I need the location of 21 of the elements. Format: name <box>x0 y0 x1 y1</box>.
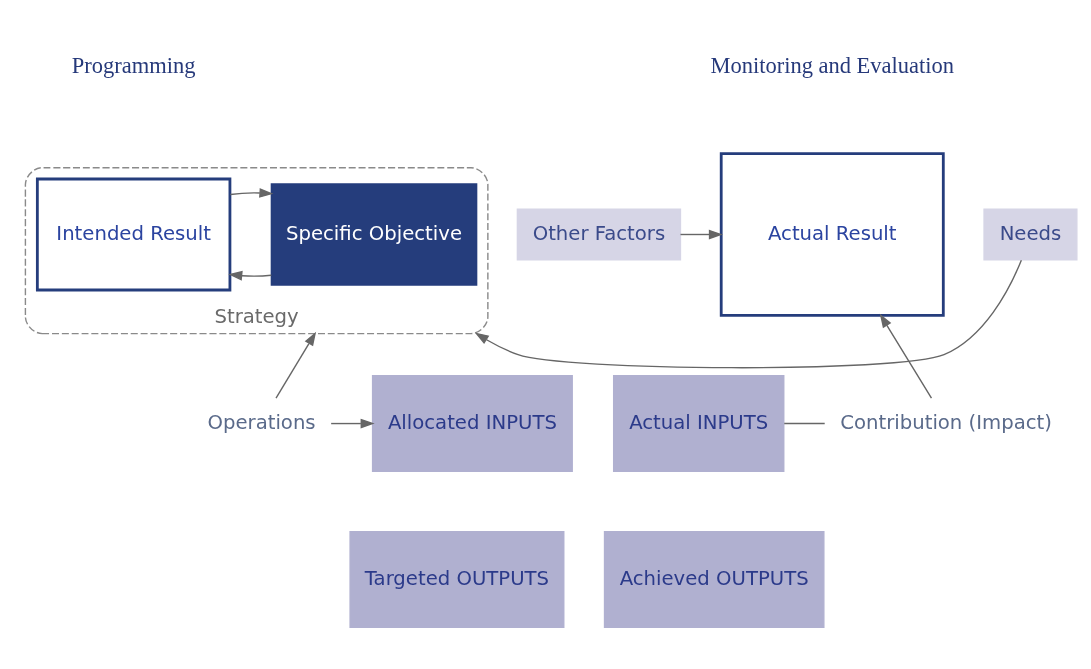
arrow <box>330 418 375 428</box>
node-text: Contribution (Impact) <box>840 410 1052 434</box>
arrow <box>879 313 933 399</box>
arrow <box>275 331 317 399</box>
arrow <box>229 187 274 198</box>
arrow <box>228 270 272 281</box>
arrow <box>679 229 723 239</box>
node-box: Allocated INPUTS <box>371 374 573 472</box>
node-box: Actual INPUTS <box>612 374 785 472</box>
arrow <box>474 259 1023 368</box>
node-box: Specific Objective <box>270 182 478 286</box>
node-box: Targeted OUTPUTS <box>349 530 565 628</box>
node-box: Other Factors <box>516 208 682 260</box>
node-text: Operations <box>207 410 316 434</box>
node-box: Achieved OUTPUTS <box>603 530 825 628</box>
connector <box>783 422 826 424</box>
label: Monitoring and Evaluation <box>710 52 955 78</box>
label: Programming <box>71 52 196 78</box>
node-box: Intended Result <box>35 177 232 291</box>
node-box: Actual Result <box>719 151 945 317</box>
node-box: Needs <box>983 208 1078 260</box>
